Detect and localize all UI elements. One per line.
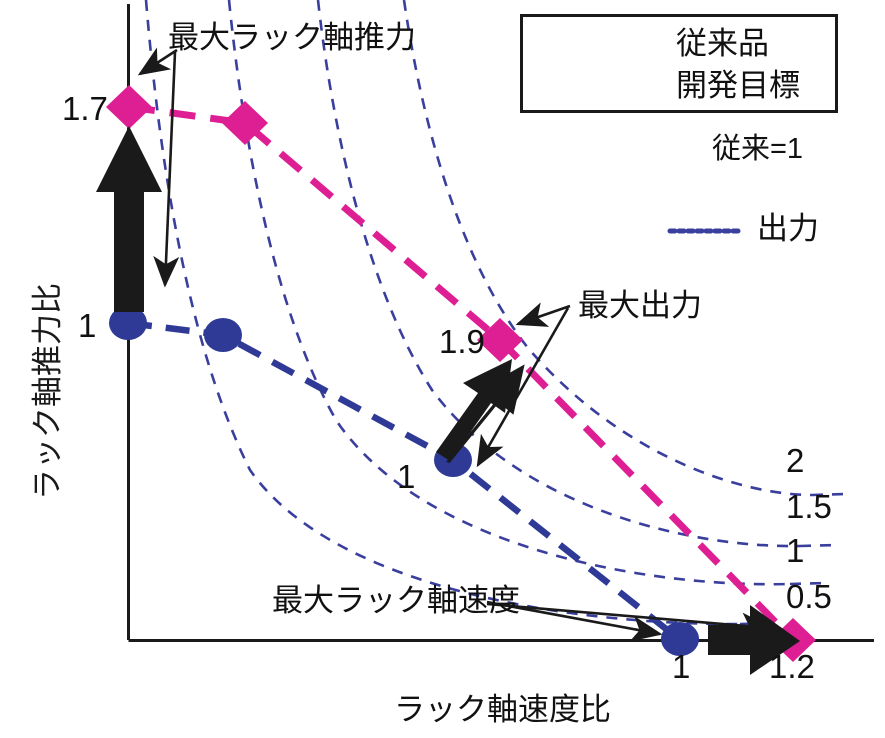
series-juraihin [127,319,683,643]
marker-magenta-1 [222,101,268,145]
x-tick-1: 1 [672,648,691,685]
legend-label-juraihin: 従来品 [676,26,769,61]
curve-label-2: 2 [786,442,805,479]
power-curves-group [144,0,813,626]
curve-label-0-5: 0.5 [786,578,832,615]
leader-speed-2 [486,602,773,639]
annotation-max-rack-thrust: 最大ラック軸推力 [168,20,416,55]
annotation-max-output: 最大出力 [578,288,702,323]
series-line-blue [127,319,683,643]
leader-output-down [476,307,570,468]
series-kaihatsu-mokuhyo [128,103,796,643]
legend-label-kaihatsu: 開発目標 [676,68,800,103]
y-tick-1: 1 [78,307,97,344]
inner-label-1-9: 1.9 [439,323,485,360]
annotation-leaders [137,47,773,642]
marker-blue-0 [109,306,147,340]
marker-magenta-2 [477,318,523,362]
inner-label-1: 1 [397,458,416,495]
y-tick-1-7: 1.7 [62,90,108,127]
annotation-max-rack-speed: 最大ラック軸速度 [272,583,520,618]
power-note-label: 出力 [757,211,819,246]
speed-block-arrow [708,605,800,675]
leader-thrust-down [153,51,180,288]
curve-label-1-5: 1.5 [786,488,832,525]
leader-output-left [515,302,571,327]
legend-box [520,14,838,113]
curve-label-1: 1 [786,532,805,569]
marker-blue-1 [204,318,242,352]
marker-blue-3 [661,622,699,656]
x-tick-1-2: 1.2 [769,648,815,685]
baseline-note: 従来=1 [712,133,804,165]
power-curve-1-5 [227,0,791,586]
power-curve-2 [144,0,741,626]
thrust-block-arrow [96,126,162,312]
x-axis-label: ラック軸速度比 [394,692,611,727]
series-line-magenta [128,103,796,643]
marker-magenta-0 [106,85,152,129]
leader-thrust-up [137,47,178,76]
y-axis-label: ラック軸推力比 [30,283,65,500]
output-block-arrow [436,359,525,463]
power-curve-1 [316,0,801,548]
